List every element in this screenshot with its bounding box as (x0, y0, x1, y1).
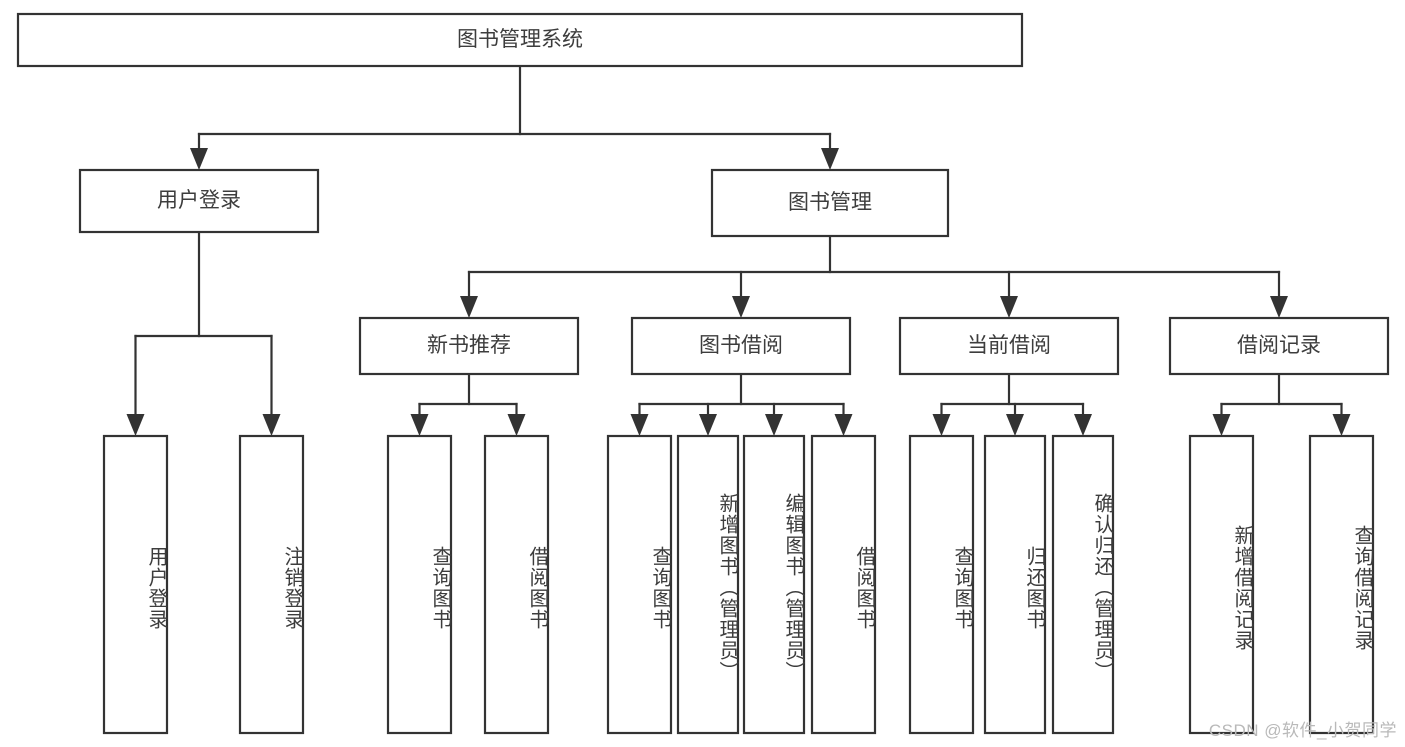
arrow-icon-leaf-query-book-2 (630, 414, 649, 436)
node-box-leaf-query-record[interactable] (1308, 434, 1375, 735)
node-box-borrow-record[interactable] (1168, 316, 1390, 376)
arrow-icon-leaf-logout (262, 414, 281, 436)
arrow-icon-book-manage (821, 148, 839, 170)
arrow-icon-leaf-query-book-3 (932, 414, 951, 436)
arrow-icon-leaf-borrow-book-2 (834, 414, 853, 436)
arrow-icon-leaf-user-login (126, 414, 145, 436)
arrow-icon-leaf-edit-book (765, 414, 783, 436)
node-box-book-manage[interactable] (710, 168, 950, 238)
node-box-leaf-user-login[interactable] (102, 434, 169, 735)
node-box-root[interactable] (16, 12, 1024, 68)
arrow-icon-leaf-query-record (1332, 414, 1351, 436)
node-box-leaf-query-book-2[interactable] (606, 434, 673, 735)
node-box-leaf-return-book[interactable] (983, 434, 1047, 735)
node-box-new-book-recommend[interactable] (358, 316, 580, 376)
arrow-icon-borrow-record (1270, 296, 1288, 318)
arrow-icon-leaf-query-book-1 (410, 414, 429, 436)
arrow-icon-leaf-borrow-book-1 (507, 414, 526, 436)
node-box-leaf-confirm-return[interactable] (1051, 434, 1115, 735)
node-box-book-borrow[interactable] (630, 316, 852, 376)
arrow-icon-leaf-add-book (699, 414, 717, 436)
node-box-leaf-add-record[interactable] (1188, 434, 1255, 735)
arrow-icon-leaf-confirm-return (1074, 414, 1092, 436)
node-box-leaf-query-book-3[interactable] (908, 434, 975, 735)
arrow-icon-new-book-recommend (460, 296, 478, 318)
connector-layer (126, 64, 1351, 436)
node-box-leaf-query-book-1[interactable] (386, 434, 453, 735)
node-box-layer (16, 12, 1390, 735)
arrow-icon-leaf-return-book (1006, 414, 1024, 436)
arrow-icon-user-login (190, 148, 208, 170)
node-box-leaf-logout[interactable] (238, 434, 305, 735)
arrow-icon-current-borrow (1000, 296, 1018, 318)
node-box-leaf-edit-book[interactable] (742, 434, 806, 735)
arrow-icon-book-borrow (732, 296, 750, 318)
node-box-leaf-borrow-book-1[interactable] (483, 434, 550, 735)
watermark-text: CSDN @软件_小贺同学 (1208, 721, 1397, 740)
node-box-leaf-add-book[interactable] (676, 434, 740, 735)
node-box-current-borrow[interactable] (898, 316, 1120, 376)
arrow-icon-leaf-add-record (1212, 414, 1231, 436)
node-box-leaf-borrow-book-2[interactable] (810, 434, 877, 735)
node-box-user-login[interactable] (78, 168, 320, 234)
